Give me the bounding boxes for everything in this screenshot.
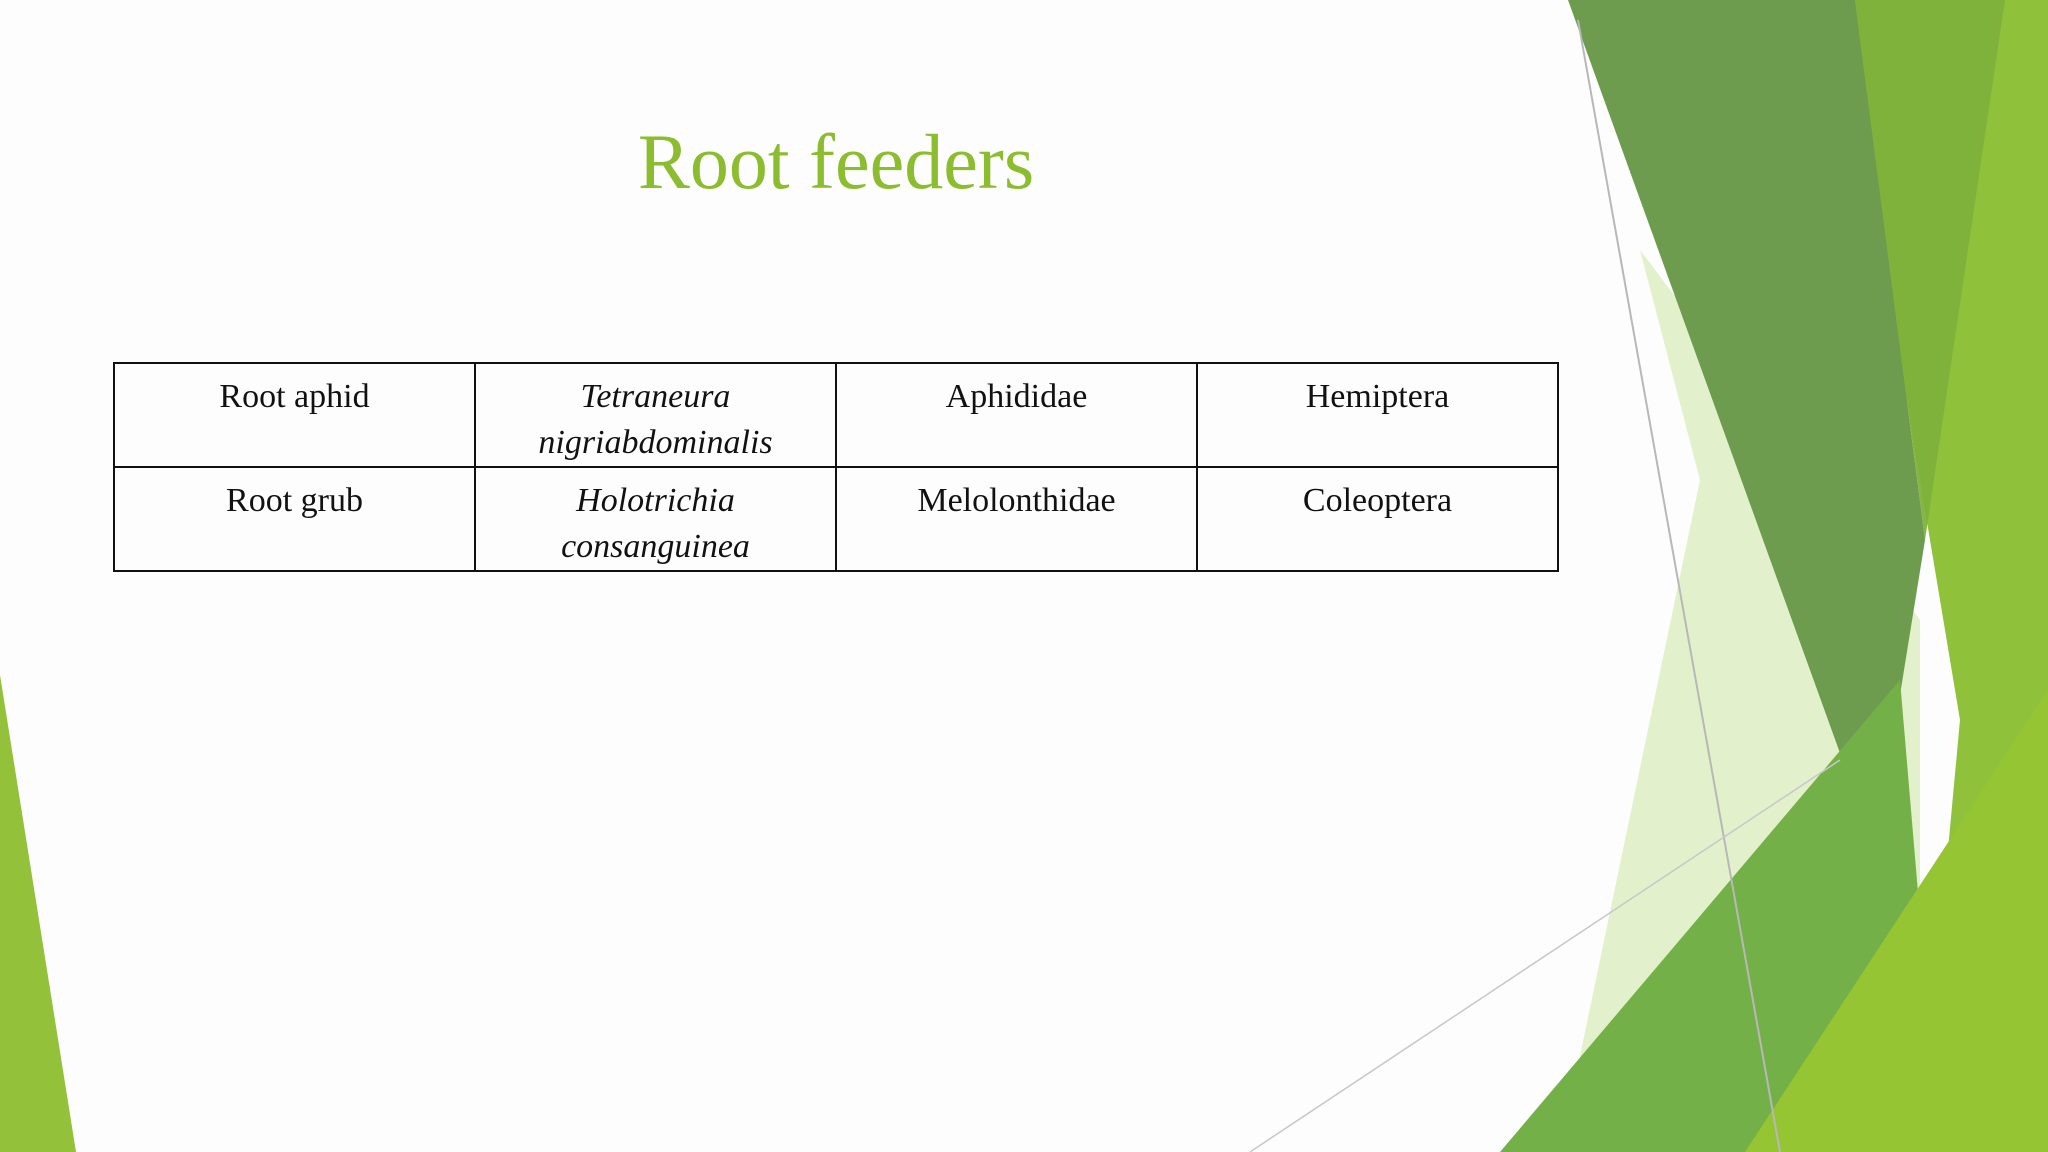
insect-table: Root aphid Tetraneura nigriabdominalis A… bbox=[113, 362, 1559, 572]
scientific-name-genus: Holotrichia bbox=[576, 482, 735, 519]
common-name-cell: Root grub bbox=[113, 466, 476, 572]
table-row: Root grub Holotrichia consanguinea Melol… bbox=[113, 466, 1559, 572]
scientific-name-species: consanguinea bbox=[561, 528, 750, 565]
scientific-name-species: nigriabdominalis bbox=[538, 424, 773, 461]
dark-green-triangle bbox=[1568, 0, 1925, 850]
common-name-cell: Root aphid bbox=[113, 362, 476, 468]
olive-band bbox=[1855, 0, 2005, 540]
scientific-name-genus: Tetraneura bbox=[580, 378, 731, 415]
family-cell: Aphididae bbox=[835, 362, 1198, 468]
order-cell: Hemiptera bbox=[1196, 362, 1559, 468]
bright-green-wedge bbox=[1745, 690, 2048, 1152]
table-row: Root aphid Tetraneura nigriabdominalis A… bbox=[113, 362, 1559, 468]
scientific-name-cell: Holotrichia consanguinea bbox=[474, 466, 837, 572]
slide-title: Root feeders bbox=[637, 118, 1035, 205]
thin-line-diagonal bbox=[1249, 759, 1841, 1152]
order-cell: Coleoptera bbox=[1196, 466, 1559, 572]
left-green-sliver bbox=[0, 675, 76, 1152]
family-cell: Melolonthidae bbox=[835, 466, 1198, 572]
thin-line-vertical bbox=[1577, 19, 1781, 1152]
scientific-name-cell: Tetraneura nigriabdominalis bbox=[474, 362, 837, 468]
